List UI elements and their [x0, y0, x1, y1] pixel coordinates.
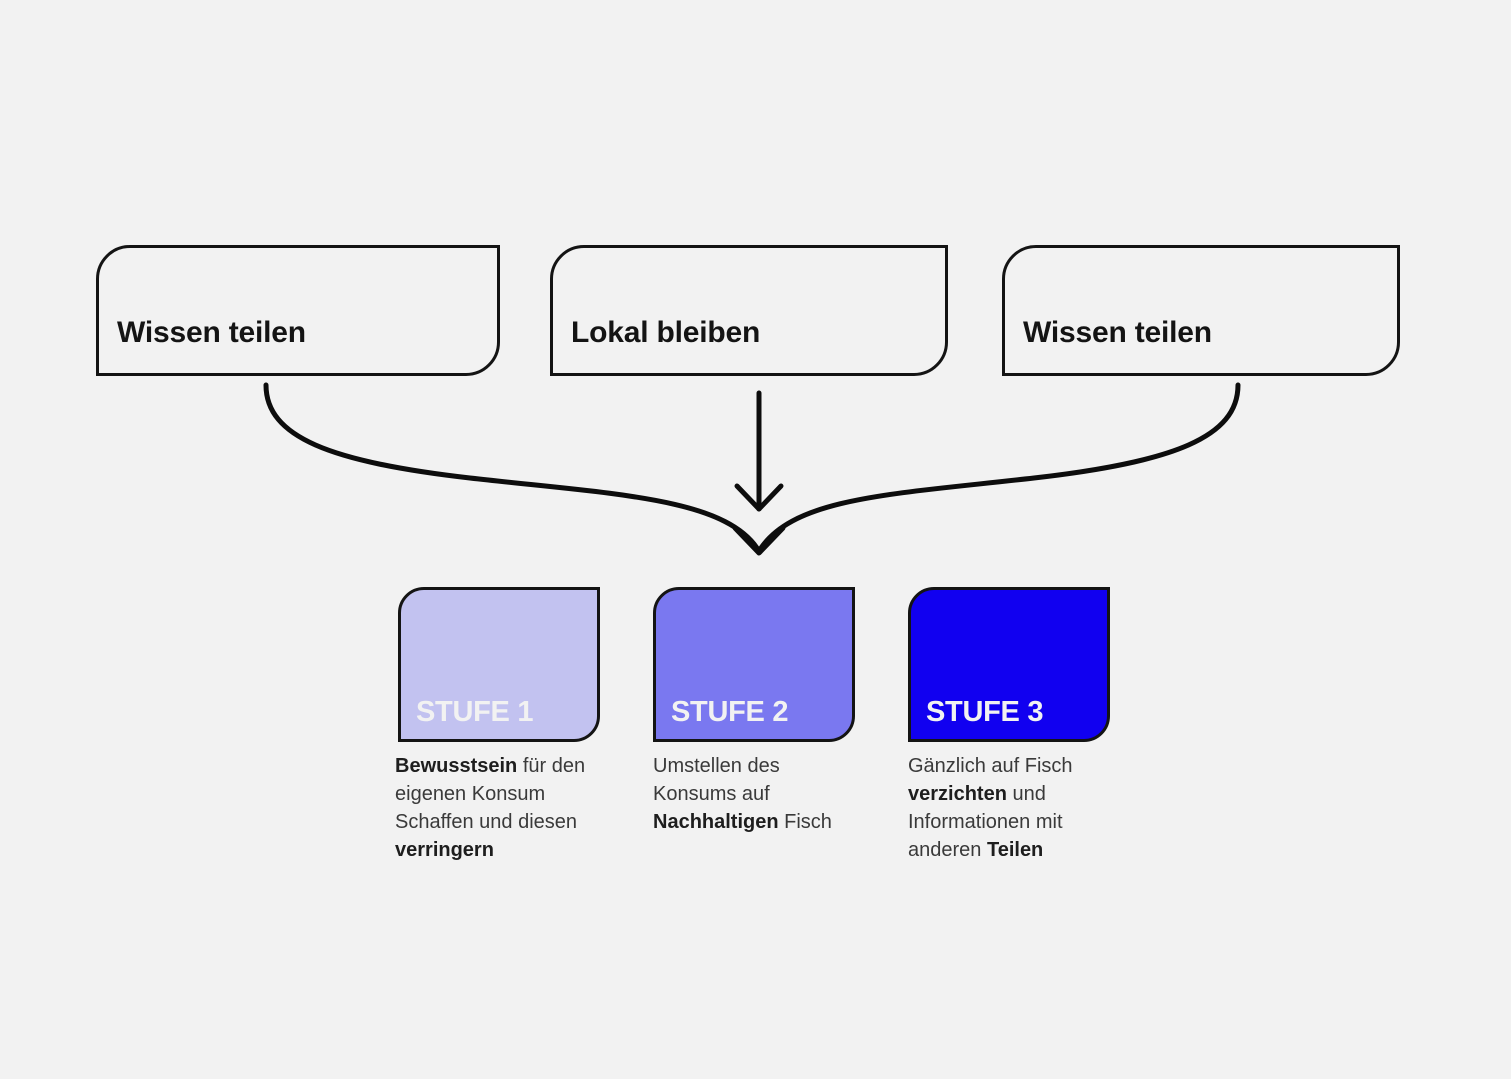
stage-card-label: STUFE 1 — [416, 696, 534, 728]
stage-card-label: STUFE 2 — [671, 696, 789, 728]
stage-caption-stufe-2: Umstellen des Konsums auf Nachhaltigen F… — [653, 755, 832, 833]
stage-caption-stufe-1: Bewusstsein für den eigenen Konsum Schaf… — [395, 755, 586, 861]
stage-card-stufe-1[interactable]: STUFE 1 — [398, 587, 600, 742]
topbox-label: Wissen teilen — [1023, 316, 1212, 349]
stage-card-label: STUFE 3 — [926, 696, 1044, 728]
arrow-from-left-box-icon — [263, 382, 760, 551]
topbox-lokal-bleiben[interactable]: Lokal bleiben — [550, 245, 948, 376]
stage-card-stufe-3[interactable]: STUFE 3 — [908, 587, 1110, 742]
stage-card-stufe-2[interactable]: STUFE 2 — [653, 587, 855, 742]
arrow-from-right-box-icon — [758, 382, 1241, 551]
topbox-wissen-teilen-right[interactable]: Wissen teilen — [1002, 245, 1400, 376]
arrowhead-converged-icon — [732, 525, 786, 556]
topbox-wissen-teilen-left[interactable]: Wissen teilen — [96, 245, 500, 376]
topbox-label: Lokal bleiben — [571, 316, 761, 349]
topbox-label: Wissen teilen — [117, 316, 306, 349]
stage-caption-stufe-3: Gänzlich auf Fisch verzichten und Inform… — [908, 755, 1073, 861]
arrowhead-middle-icon — [734, 483, 784, 512]
